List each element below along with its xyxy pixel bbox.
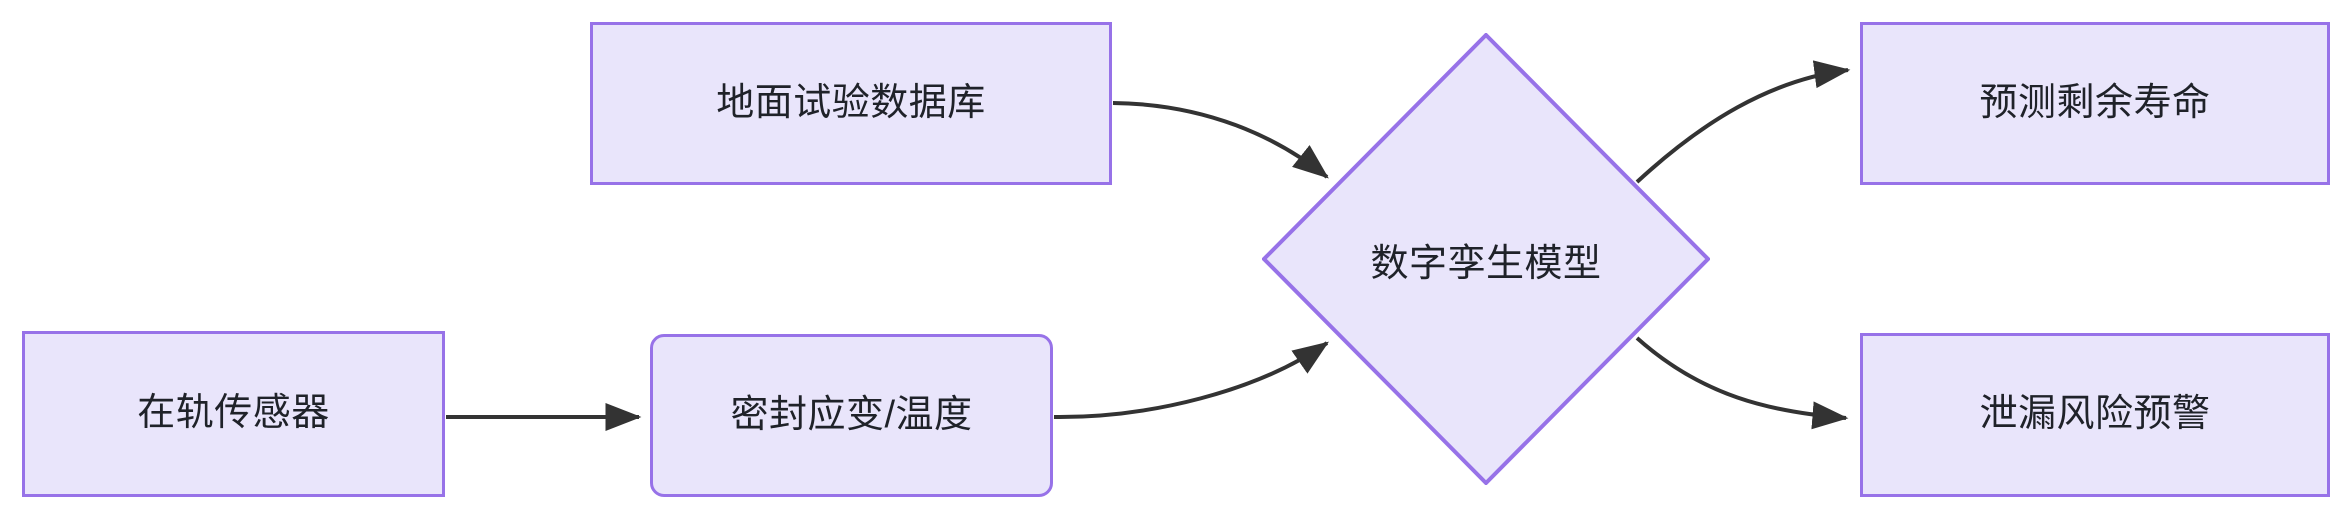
node-leak[interactable]: 泄漏风险预警: [1860, 333, 2330, 497]
node-digitaltwin-label: 数字孪生模型: [1370, 242, 1602, 285]
node-groundtest-label: 地面试验数据库: [716, 81, 986, 124]
node-digitaltwin[interactable]: 数字孪生模型: [1262, 33, 1710, 485]
diamond-shape: [1262, 33, 1710, 485]
node-sensor-label: 在轨传感器: [137, 392, 330, 435]
node-rul[interactable]: 预测剩余寿命: [1860, 22, 2330, 185]
node-sensor[interactable]: 在轨传感器: [22, 331, 445, 497]
node-seal-label: 密封应变/温度: [730, 393, 973, 436]
node-seal[interactable]: 密封应变/温度: [650, 334, 1053, 497]
node-groundtest[interactable]: 地面试验数据库: [590, 22, 1112, 185]
node-rul-label: 预测剩余寿命: [1979, 81, 2211, 124]
node-leak-label: 泄漏风险预警: [1979, 393, 2211, 436]
